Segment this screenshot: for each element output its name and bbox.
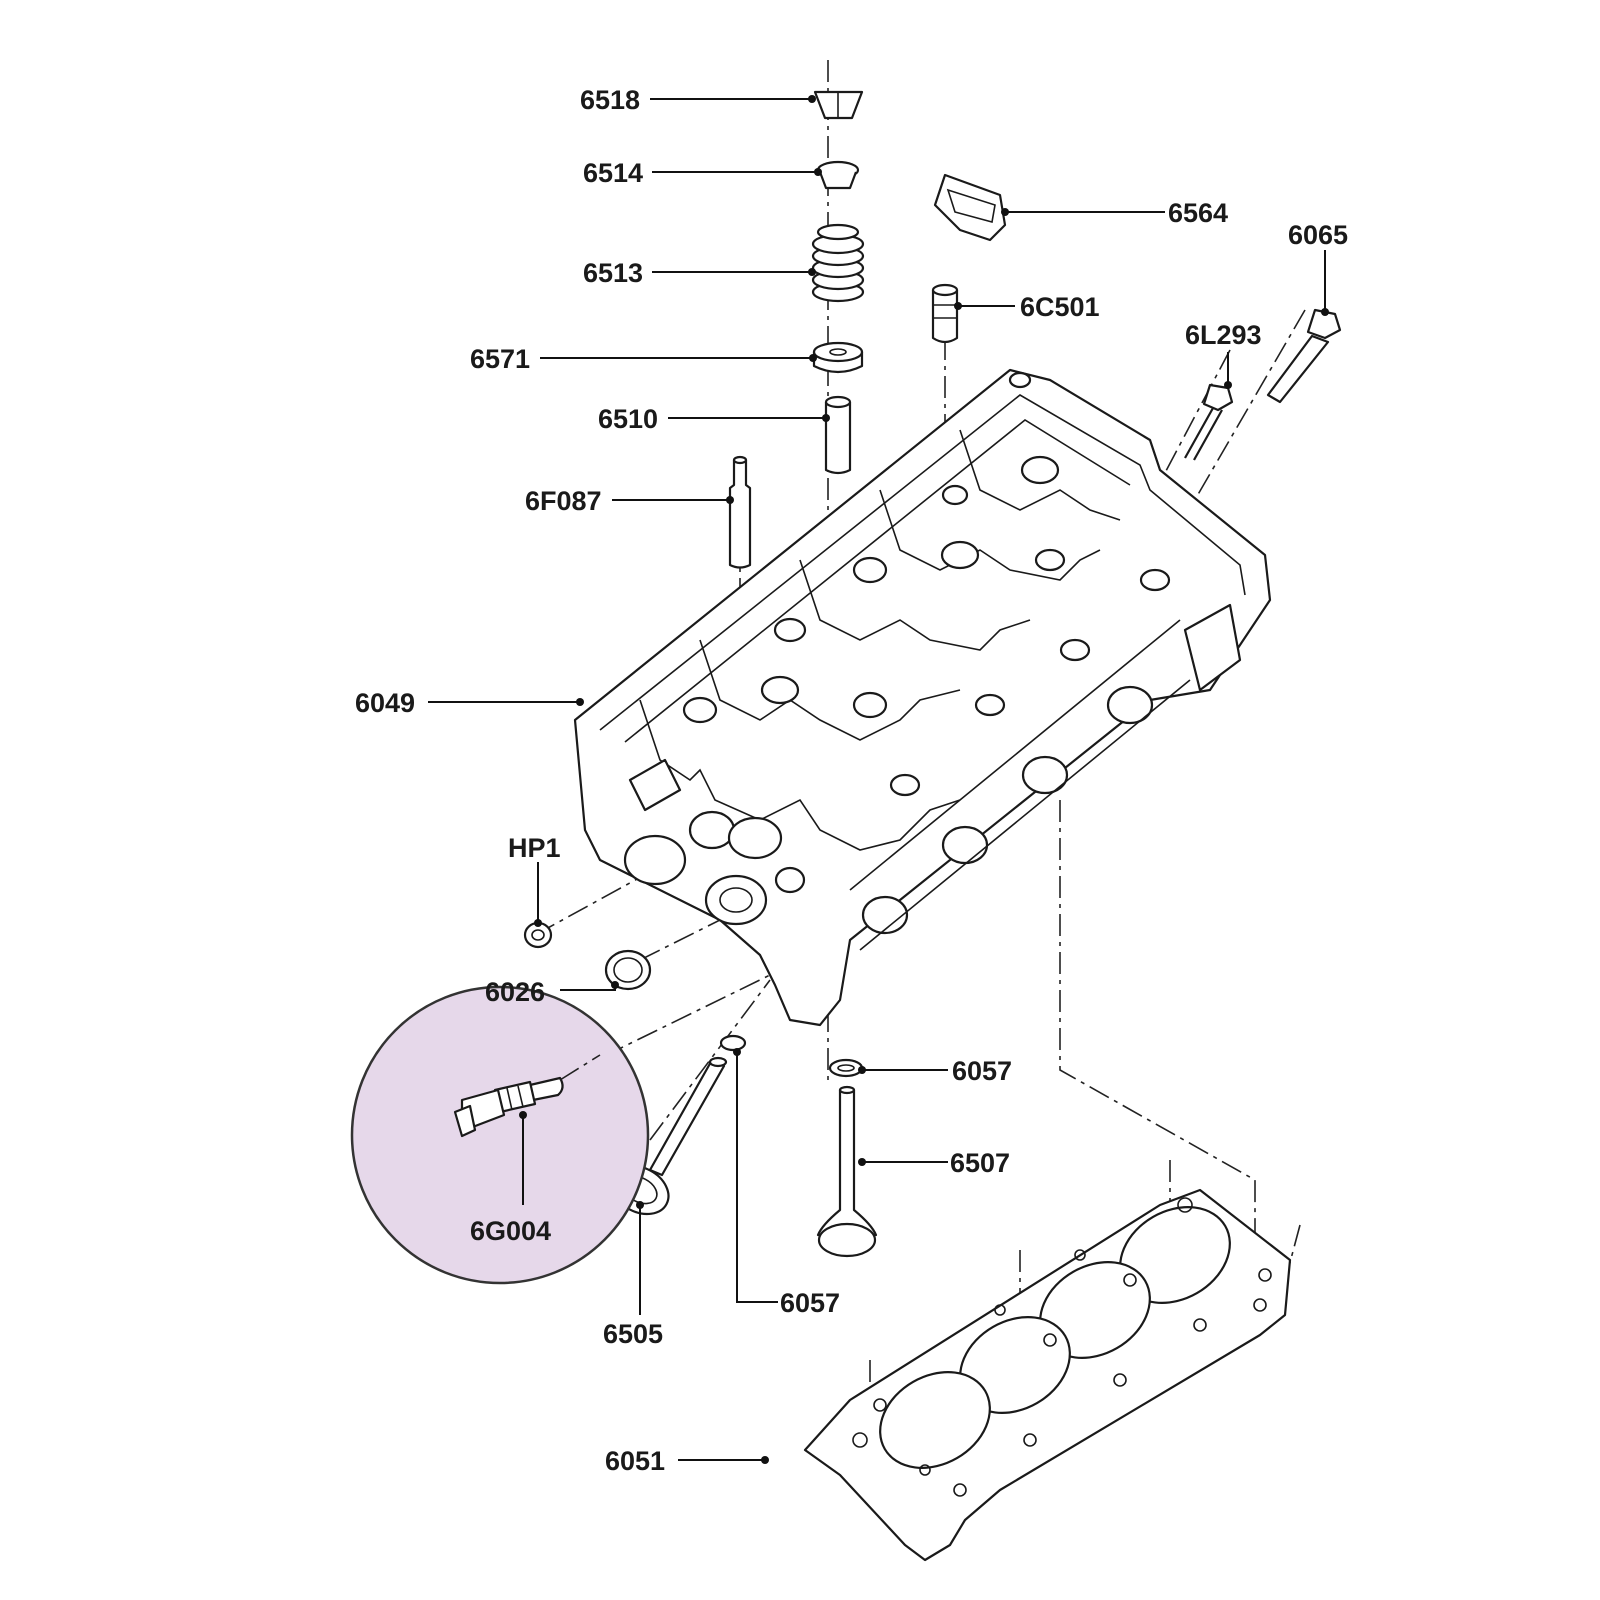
label-6514: 6514 [583,158,643,188]
intake-valve-6507 [816,1085,878,1258]
label-6051: 6051 [605,1446,665,1476]
label-6571: 6571 [470,344,530,374]
label-6564: 6564 [1168,198,1228,228]
rocker-arm-6564 [933,173,1007,242]
lash-adjuster-6C501 [931,283,959,344]
label-6057-upper: 6057 [952,1056,1012,1086]
label-6L293: 6L293 [1185,320,1262,350]
label-6F087: 6F087 [525,486,602,516]
callouts: 6518 6514 6513 6571 6510 6F087 6049 HP1 … [355,85,1348,1476]
valve-seal-6057-upper [828,1058,864,1078]
label-6G004: 6G004 [470,1216,551,1246]
label-6065: 6065 [1288,220,1348,250]
valve-spring-6513 [811,223,865,303]
gasket-holes [852,1197,1272,1497]
label-6057-lower: 6057 [780,1288,840,1318]
valve-seal-6057-lower [719,1034,747,1052]
head-gasket-6051 [803,1188,1292,1562]
cylinder-head-6049 [573,368,1272,1027]
temperature-sensor-6G004 [453,1076,564,1138]
label-6513: 6513 [583,258,643,288]
spring-retainer-6514 [816,160,860,190]
label-6518: 6518 [580,85,640,115]
label-6C501: 6C501 [1020,292,1100,322]
label-6505: 6505 [603,1319,663,1349]
label-6026: 6026 [485,977,545,1007]
bolt-6L293 [1184,383,1234,461]
head-bolt-6065 [1266,308,1342,404]
highlight-circle [350,985,650,1285]
label-6510: 6510 [598,404,658,434]
label-6049: 6049 [355,688,415,718]
camshaft-seal-6026 [604,949,652,991]
valve-stem-seal-6571 [812,341,864,374]
label-HP1: HP1 [508,833,561,863]
dowel-pin-6F087 [728,455,752,569]
highlight-6G004 [350,985,650,1285]
valve-guide-6510 [824,395,852,475]
valve-keeper-6518 [813,90,864,120]
label-6507: 6507 [950,1148,1010,1178]
plug-HP1 [523,921,553,949]
